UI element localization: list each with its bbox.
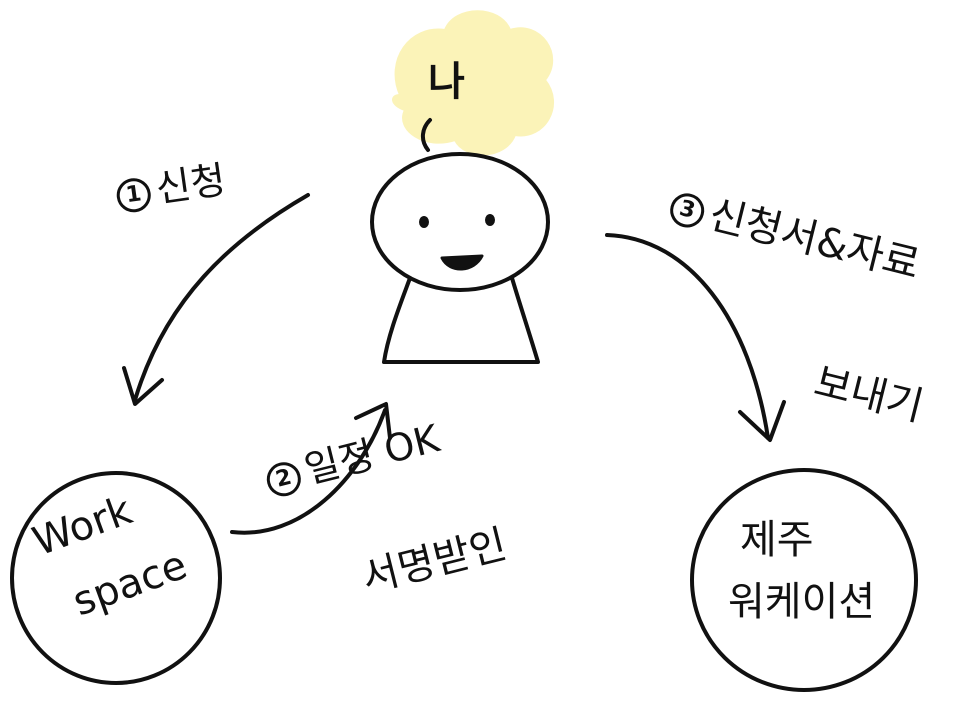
step-1-number: 1	[114, 175, 153, 214]
me-left-eye	[419, 216, 429, 228]
jeju-label-line1: 제주	[740, 517, 814, 563]
arrow-step-2	[230, 408, 387, 535]
arrow-step-1	[133, 193, 310, 402]
jeju-label-line2: 워케이션	[728, 579, 876, 625]
step-3-number: 3	[666, 189, 708, 232]
workspace-circle	[10, 471, 222, 685]
arrow-step-2-head	[354, 402, 392, 440]
me-head	[370, 152, 550, 292]
arrow-step-3-head	[738, 400, 786, 442]
me-right-eye	[485, 214, 495, 226]
me-body	[382, 276, 540, 364]
arrow-step-3	[605, 233, 770, 440]
jeju-circle	[690, 468, 918, 692]
me-mouth	[440, 254, 484, 271]
arrow-step-1-head	[122, 366, 164, 406]
me-cloud	[392, 10, 555, 156]
me-label: 나	[428, 59, 465, 105]
me-hair-stroke	[421, 118, 432, 152]
